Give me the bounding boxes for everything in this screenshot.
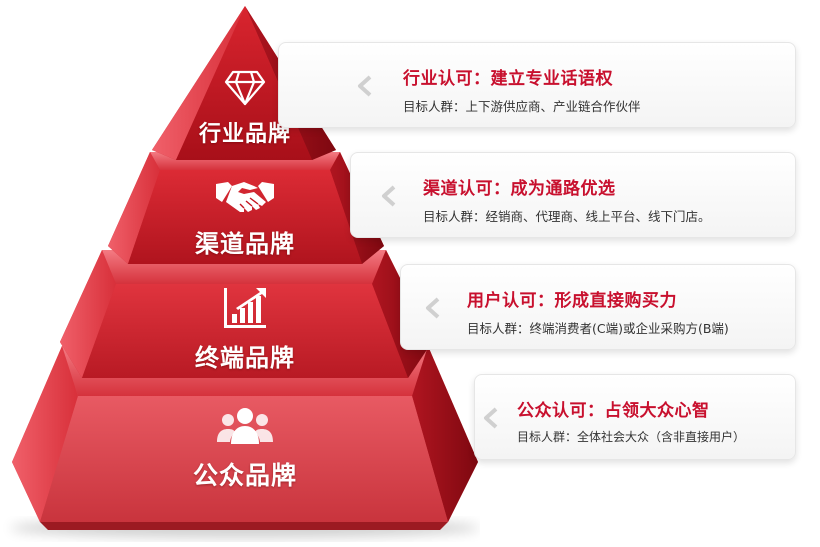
handshake-icon	[216, 182, 274, 212]
card-title: 用户认可：形成直接购买力	[467, 291, 677, 311]
card-channel: 渠道认可：成为通路优选 目标人群：经销商、代理商、线上平台、线下门店。	[350, 152, 796, 238]
diamond-icon	[224, 70, 266, 106]
card-title: 渠道认可：成为通路优选	[423, 179, 616, 199]
tier-4-label: 公众品牌	[192, 461, 297, 490]
card-industry: 行业认可：建立专业话语权 目标人群：上下游供应商、产业链合作伙伴	[278, 42, 796, 128]
card-user: 用户认可：形成直接购买力 目标人群：终端消费者(C端)或企业采购方(B端)	[400, 264, 796, 350]
card-public: 公众认可：占领大众心智 目标人群：全体社会大众（含非直接用户）	[474, 374, 796, 460]
tier-1-label: 行业品牌	[198, 122, 291, 147]
card-audience: 目标人群：全体社会大众（含非直接用户）	[517, 430, 746, 444]
tier-3-label: 终端品牌	[195, 344, 295, 372]
tier-2-label: 渠道品牌	[195, 230, 295, 258]
growth-chart-icon	[224, 288, 266, 328]
card-audience: 目标人群：上下游供应商、产业链合作伙伴	[403, 99, 641, 114]
chevron-left-icon	[382, 185, 396, 207]
card-audience: 目标人群：经销商、代理商、线上平台、线下门店。	[423, 209, 711, 224]
card-title: 行业认可：建立专业话语权	[403, 69, 613, 89]
card-title: 公众认可：占领大众心智	[517, 401, 710, 421]
chevron-left-icon	[484, 407, 498, 429]
chevron-left-icon	[426, 297, 440, 319]
people-group-icon	[217, 408, 273, 444]
chevron-left-icon	[358, 75, 372, 97]
card-audience: 目标人群：终端消费者(C端)或企业采购方(B端)	[467, 321, 729, 336]
